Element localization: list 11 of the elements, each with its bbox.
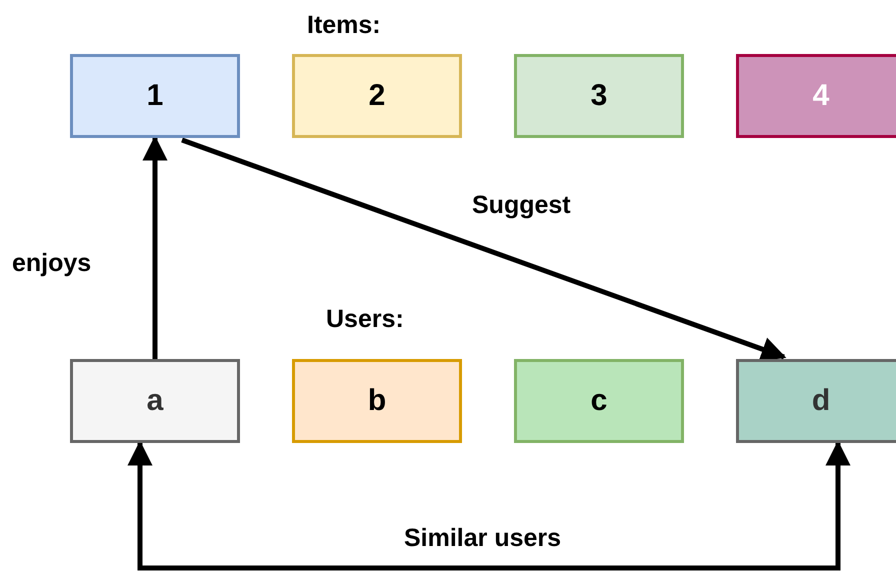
user-box: c [514,359,684,443]
arrow [142,136,168,359]
item-box: 1 [70,54,240,138]
arrow [128,440,850,570]
item-box: 2 [292,54,462,138]
item-box: 4 [736,54,896,138]
user-box: d [736,359,896,443]
arrow [181,138,786,362]
user-box: b [292,359,462,443]
item-box: 3 [514,54,684,138]
user-box: a [70,359,240,443]
